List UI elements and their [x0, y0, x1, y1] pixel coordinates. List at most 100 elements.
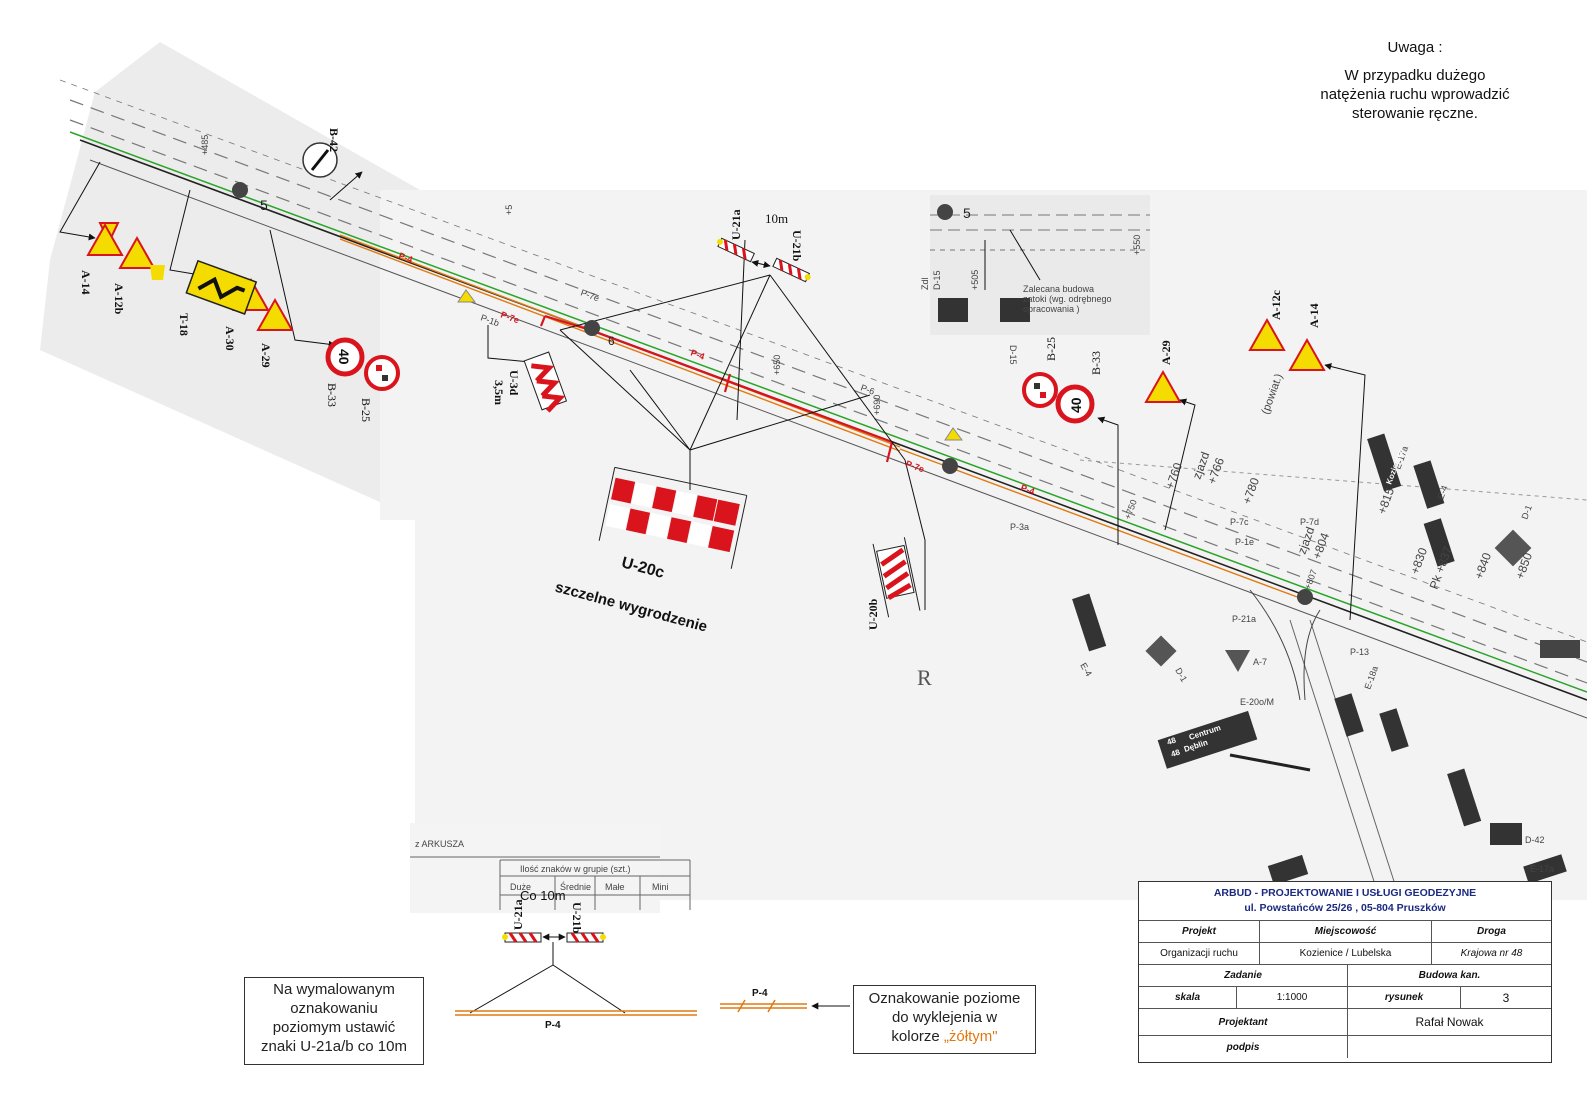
label-co10m: Co 10m: [520, 888, 566, 903]
label-srednie: Średnie: [560, 881, 591, 892]
road-lines: [59, 79, 1587, 901]
scanned-map-background: [40, 42, 1587, 913]
value-projekt: Organizacji ruchu: [1160, 948, 1238, 959]
a29r-sign: [1144, 369, 1182, 403]
note-box: Uwaga : W przypadku dużego natężenia ruc…: [1285, 38, 1545, 123]
note-line-1: W przypadku dużego: [1344, 67, 1486, 84]
label-p4-bottom-right: P-4: [752, 988, 768, 999]
value-skala: 1:1000: [1236, 987, 1347, 1008]
label-a7: A-7: [1253, 657, 1267, 667]
label-b42: B-42: [327, 128, 341, 152]
label-a14: A-14: [79, 270, 93, 295]
legend-right-line-3: kolorze „żółtym": [854, 1027, 1035, 1046]
label-u3d-len: 3,5m: [492, 380, 506, 405]
label-b25: B-25: [359, 398, 373, 422]
label-a12c: A-12c: [1269, 289, 1283, 320]
header-projekt: Projekt: [1182, 926, 1216, 937]
header-podpis: podpis: [1226, 1041, 1260, 1053]
b25-right: [1022, 372, 1058, 408]
label-a29r: A-29: [1159, 340, 1173, 365]
label-zatoki: zatoki (wg. odrębnego: [1023, 294, 1112, 304]
label-zdl: Zdl: [920, 277, 930, 290]
label-d1b: D-1: [1519, 504, 1533, 521]
note-line-2: natężenia ruchu wprowadzić: [1320, 86, 1510, 103]
label-p4-red-3: P-4: [1019, 482, 1036, 496]
note-line-3: sterowanie ręczne.: [1352, 105, 1478, 122]
label-five: 5: [260, 197, 268, 213]
label-dist505: +505: [970, 270, 980, 290]
label-r48: 48: [1166, 735, 1178, 746]
label-p4-bottom-left: P-4: [545, 1020, 561, 1031]
label-a30: A-30: [223, 326, 237, 351]
label-e17a-b: E-17a: [1530, 864, 1554, 874]
label-p21a: P-21a: [1232, 614, 1256, 624]
label-d15b: D-15: [1008, 345, 1018, 365]
a12b-sign: [118, 235, 156, 269]
legend-right-highlight: „żółtym": [943, 1028, 998, 1045]
note-heading: Uwaga :: [1387, 39, 1443, 56]
speed-40-left: [325, 337, 365, 377]
a29-sign: [256, 297, 294, 331]
a14r-sign: [1288, 337, 1326, 371]
label-b25r: B-25: [1044, 337, 1058, 361]
b25-left: [364, 355, 400, 391]
label-p7c: P-7c: [1230, 517, 1249, 527]
label-p4-red-1: P-4: [397, 250, 414, 264]
label-b33: B-33: [325, 383, 339, 407]
legend-left-box: Na wymalowanym oznakowaniu poziomym usta…: [244, 977, 424, 1065]
label-p1e: P-1e: [1235, 537, 1254, 547]
label-e20o: E-20o/M: [1240, 697, 1274, 707]
header-skala: skala: [1174, 992, 1201, 1003]
warning-signs: [86, 222, 1326, 441]
value-rysunek: 3: [1460, 987, 1551, 1008]
label-a29: A-29: [259, 343, 273, 368]
label-p3a: P-3a: [1010, 522, 1029, 532]
company-name: ARBUD - PROJEKTOWANIE I USŁUGI GEODEZYJN…: [1213, 887, 1477, 899]
label-mini: Mini: [652, 882, 669, 892]
value-podpis: [1347, 1036, 1551, 1058]
prohibition-signs: [302, 142, 1095, 424]
green-axis-line: [69, 131, 1587, 693]
legend-right-box: Oznakowanie poziome do wyklejenia w kolo…: [853, 985, 1036, 1054]
legend-right-line-3-pre: kolorze: [891, 1028, 944, 1045]
a14-sign: [86, 222, 124, 256]
title-block: ARBUD - PROJEKTOWANIE I USŁUGI GEODEZYJN…: [1138, 881, 1552, 1063]
header-rysunek: rysunek: [1347, 987, 1460, 1008]
value-miejscowosc: Kozienice / Lubelska: [1259, 943, 1431, 964]
u21a-board-bottom: [502, 932, 542, 943]
company-address: ul. Powstańców 25/26 , 05-804 Pruszków: [1244, 902, 1446, 914]
legend-right-line-1: Oznakowanie poziome: [868, 990, 1021, 1007]
t18-board: [185, 259, 258, 315]
label-10m: 10m: [765, 211, 788, 226]
label-p4-red-2: P-4: [689, 347, 706, 361]
label-arkusza: z ARKUSZA: [415, 839, 464, 849]
label-p13: P-13: [1350, 647, 1369, 657]
label-speed-right: 40: [1068, 397, 1084, 413]
legend-right-line-2: do wyklejenia w: [891, 1009, 998, 1026]
u20c-barrier: [598, 466, 748, 569]
label-t18: T-18: [177, 313, 191, 336]
value-droga: Krajowa nr 48: [1431, 943, 1551, 964]
label-dist485: +485: [200, 135, 210, 155]
label-u21a: U-21a: [729, 209, 743, 240]
label-a14r: A-14: [1307, 303, 1321, 328]
label-dist550: +550: [1132, 235, 1142, 255]
label-a12b: A-12b: [112, 283, 126, 315]
u21b-board-bottom: [566, 932, 606, 943]
label-e4b: E-4: [1435, 484, 1449, 501]
legend-left-line-4: znaki U-21a/b co 10m: [261, 1038, 407, 1055]
header-miejscowosc: Miejscowość: [1259, 921, 1431, 942]
label-ilosc: Ilość znaków w grupie (szt.): [520, 864, 631, 874]
label-u20b: U-20b: [866, 598, 880, 630]
label-u21b-bottom: U-21b: [570, 902, 584, 934]
label-five-b: 5: [963, 205, 971, 221]
speed-40-right: [1055, 384, 1095, 424]
legend-left-line-3: poziomym ustawić: [272, 1019, 396, 1036]
label-dist690: +690: [872, 395, 882, 415]
header-projektant: Projektant: [1218, 1016, 1268, 1028]
map-symbols: [232, 182, 1580, 886]
label-p7d: P-7d: [1300, 517, 1319, 527]
label-dist650: +650: [772, 355, 782, 375]
legend-drawing: [410, 856, 850, 1016]
